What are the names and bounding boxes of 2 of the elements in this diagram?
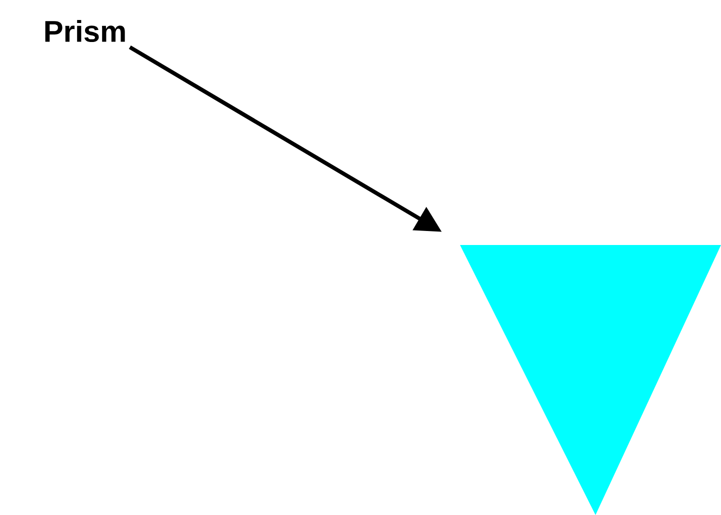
prism-triangle	[460, 245, 721, 515]
prism-label: Prism	[45, 20, 125, 42]
